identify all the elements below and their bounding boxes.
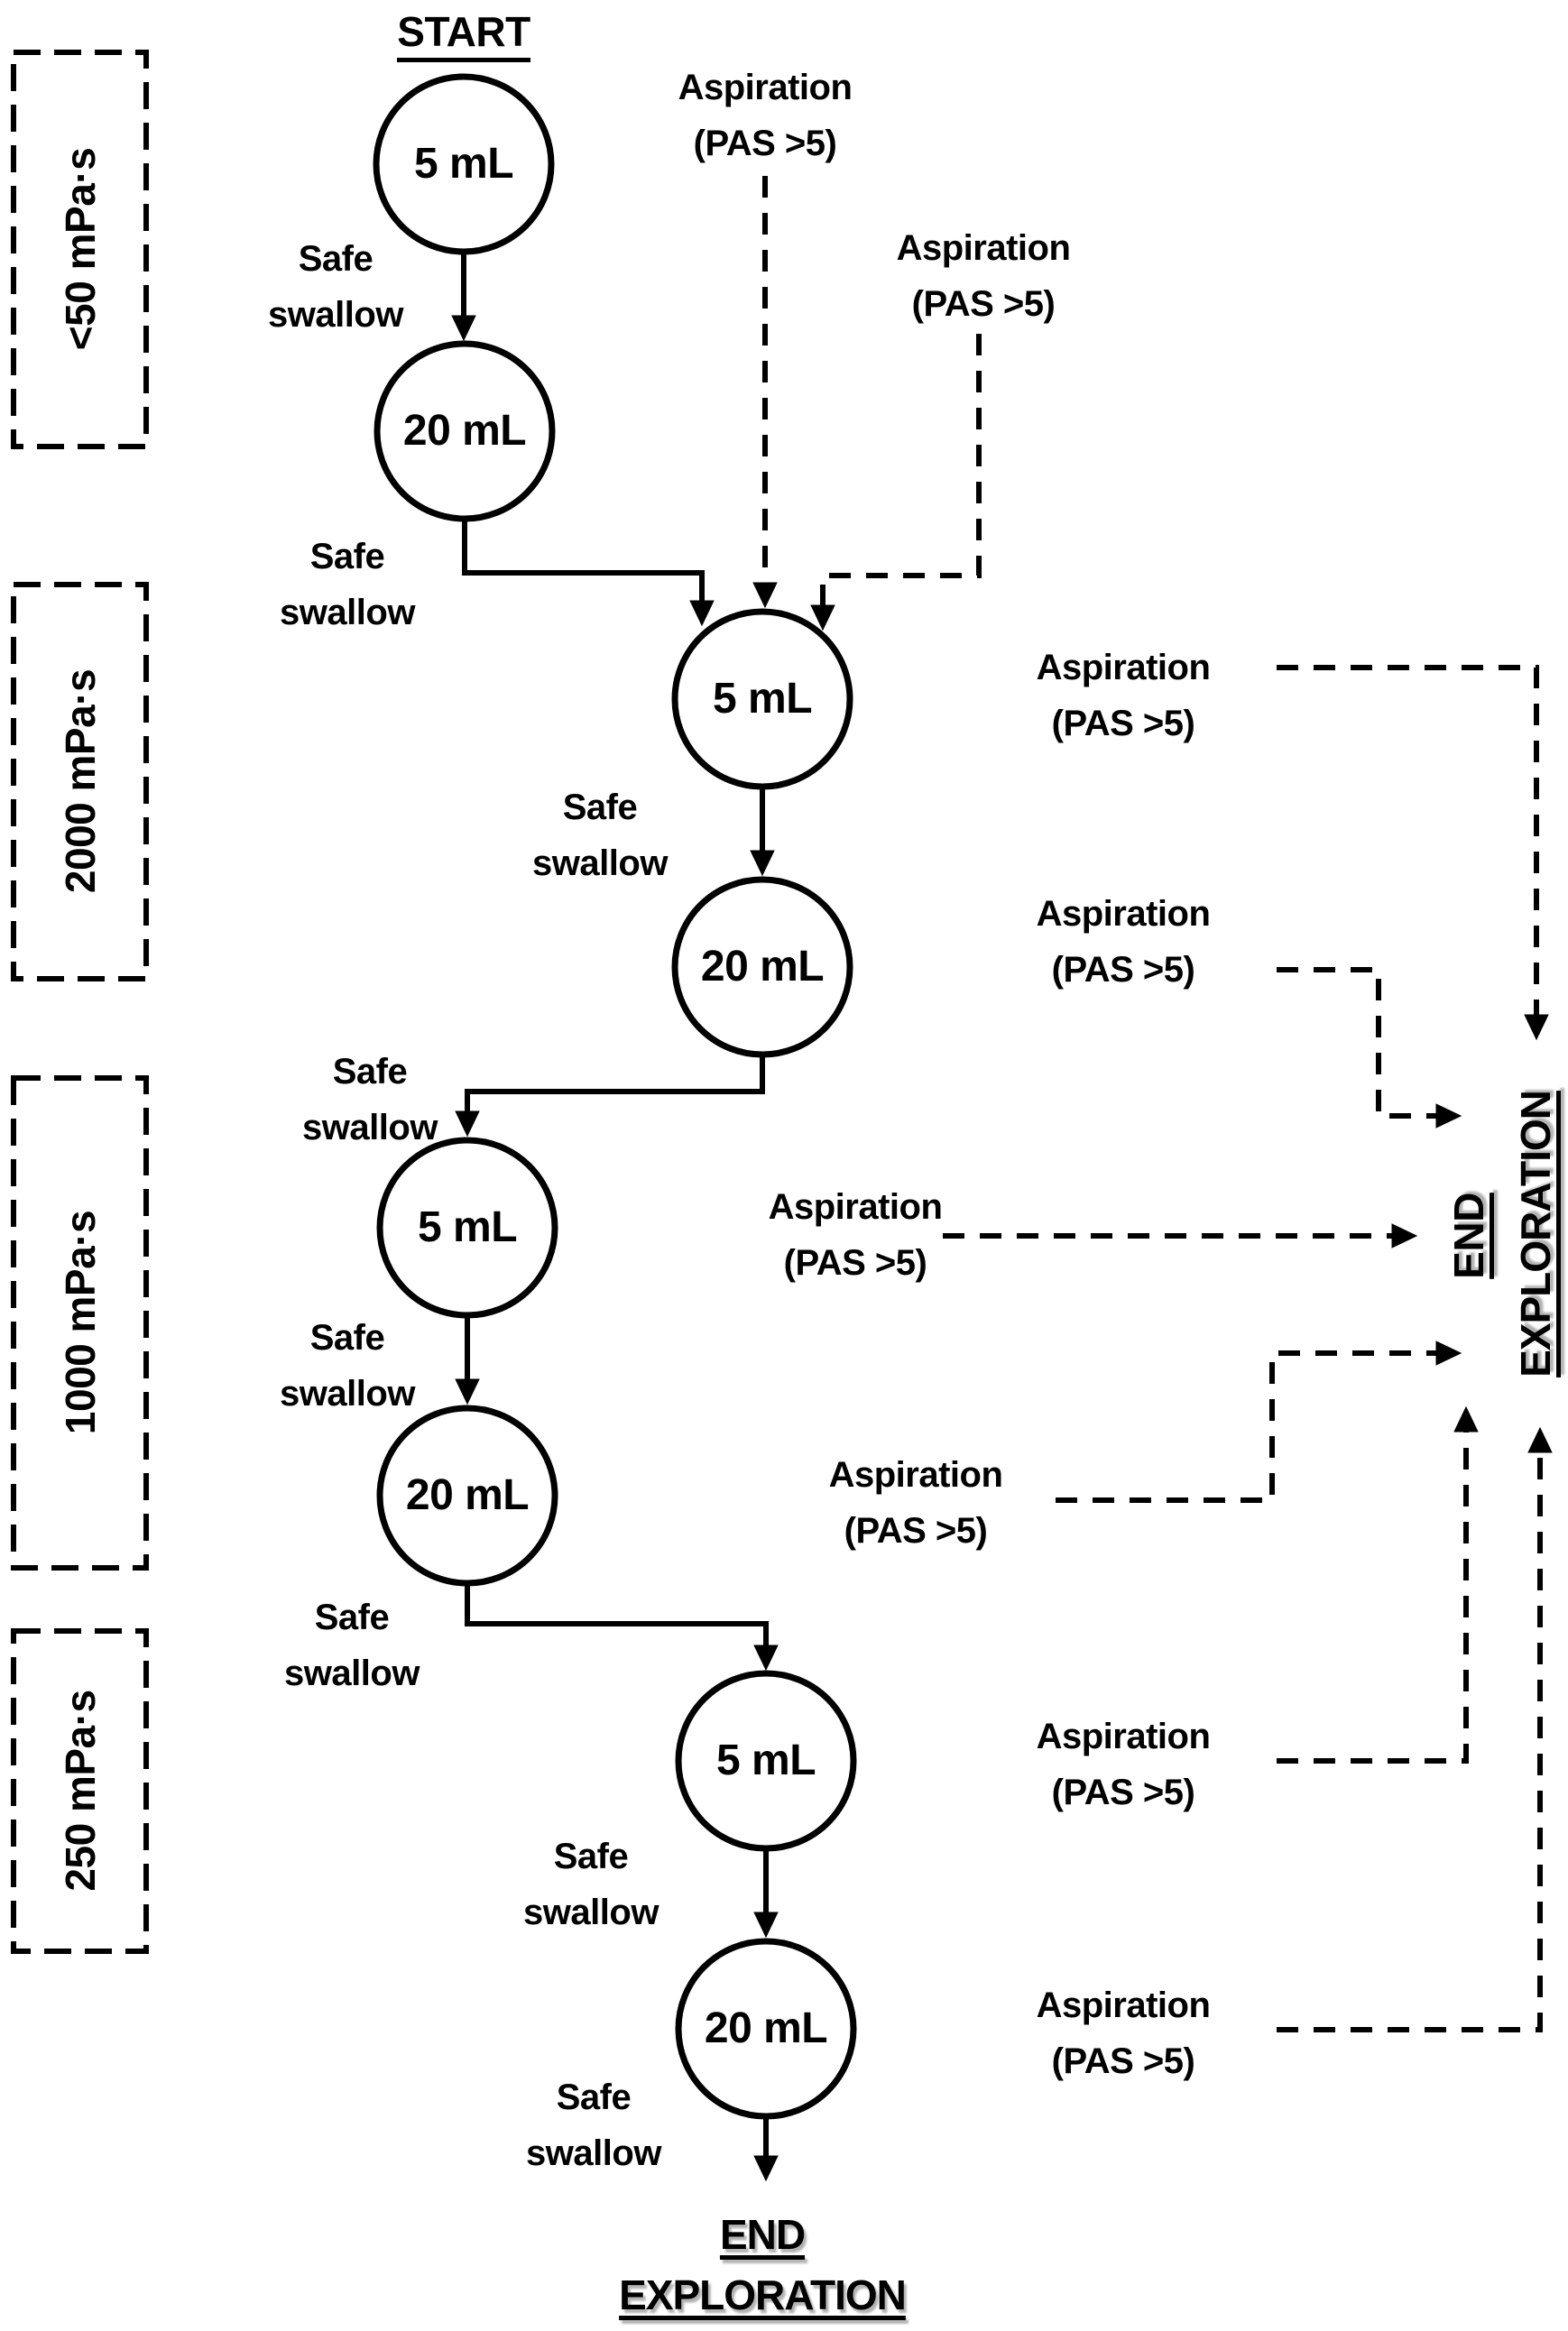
aspiration-label-3: Aspiration(PAS >5) [1036,648,1211,743]
aspiration-label-1: Aspiration(PAS >5) [678,68,853,163]
aspiration-label-2: Aspiration(PAS >5) [896,228,1071,324]
aspiration-arrow-6 [1056,1341,1462,1503]
node-label-7: 5 mL [715,1737,816,1784]
viscosity-box-2000 [11,582,149,981]
node-label-4: 20 mL [700,943,825,990]
viscosity-label-250: 250 mPa·s [57,1690,104,1892]
aspiration-arrow-4 [1277,967,1462,1129]
aspiration-label-7: Aspiration(PAS >5) [1036,1717,1211,1812]
node-circle-5ml-50 [373,73,555,255]
end-right-label-exploration: EXPLORATION [1512,1091,1559,1377]
start-label: START [346,7,581,62]
end-bottom-label: END EXPLORATION [619,2211,907,2318]
viscosity-label-50: <50 mPa·s [57,147,104,351]
aspiration-label-6: Aspiration(PAS >5) [828,1455,1003,1551]
node-label-1: 5 mL [413,140,514,188]
aspiration-label-5: Aspiration(PAS >5) [768,1187,943,1283]
viscosity-box-1000 [11,1075,149,1571]
viscosity-box-250 [11,1628,149,1954]
node-label-5: 5 mL [417,1203,518,1251]
aspiration-label-8: Aspiration(PAS >5) [1036,1985,1211,2081]
node-label-8: 20 mL [704,2004,828,2052]
node-label-2: 20 mL [402,407,527,455]
end-right-label-end: END [1445,1193,1492,1279]
node-label-6: 20 mL [405,1471,530,1519]
node-label-3: 5 mL [712,675,813,723]
viscosity-label-2000: 2000 mPa·s [57,668,104,894]
aspiration-label-4: Aspiration(PAS >5) [1036,894,1211,990]
aspiration-arrow-3 [1277,665,1549,1041]
safe-arrow-2 [462,519,715,627]
aspiration-arrow-8 [1277,1426,1553,2032]
safe-arrow-4 [455,1055,765,1138]
safe-arrow-6 [465,1583,779,1672]
viscosity-box-50 [11,50,149,449]
viscosity-label-1000: 1000 mPa·s [57,1210,104,1435]
aspiration-arrow-7 [1277,1405,1479,1764]
aspiration-arrow-2 [810,334,982,631]
